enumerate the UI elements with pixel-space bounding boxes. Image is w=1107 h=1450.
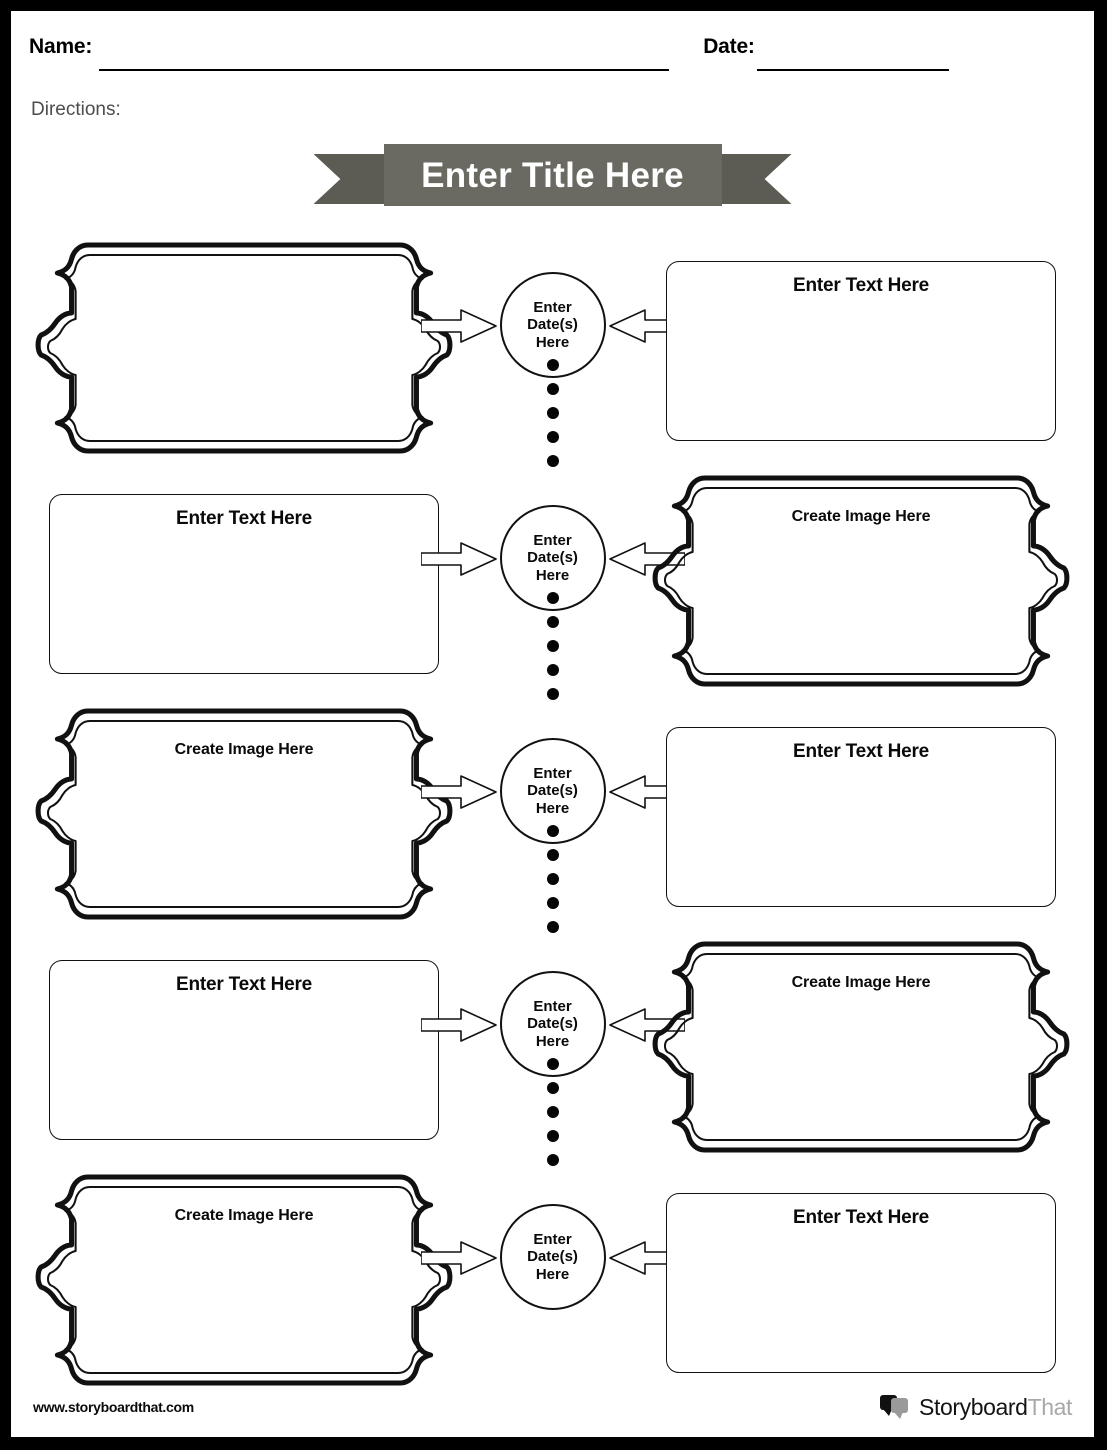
date-label: Date: xyxy=(703,35,755,58)
date-circle-label: Enter Date(s) Here xyxy=(527,1230,578,1283)
worksheet-sheet: Name: Date: Directions: Enter Title Here xyxy=(11,11,1094,1437)
date-circle-label: Enter Date(s) Here xyxy=(527,764,578,817)
connector-dot xyxy=(546,849,559,861)
connector-dots xyxy=(546,359,559,467)
timeline-row: Create Image Here Enter Date(s) Here Ent… xyxy=(11,1171,1094,1403)
connector-dot xyxy=(546,592,559,604)
storyboardthat-logo[interactable]: StoryboardThat xyxy=(880,1393,1072,1421)
timeline-cell-left[interactable]: Create Image Here xyxy=(35,705,453,937)
timeline-row: Enter Text Here Enter Date(s) Here Creat… xyxy=(11,472,1094,704)
timeline-row: Enter Text Here Enter Date(s) Here Creat… xyxy=(11,938,1094,1170)
connector-dot xyxy=(546,921,559,933)
date-circle[interactable]: Enter Date(s) Here xyxy=(499,1204,606,1310)
arrow-right-icon xyxy=(420,309,497,343)
timeline-connector: Enter Date(s) Here xyxy=(420,239,685,471)
speech-bubbles-icon xyxy=(880,1393,912,1421)
plain-box[interactable] xyxy=(666,727,1056,907)
connector-dot xyxy=(546,616,559,628)
name-label: Name: xyxy=(29,35,93,58)
connector-dots xyxy=(546,1058,559,1166)
logo-word-storyboard: Storyboard xyxy=(919,1393,1028,1420)
connector-dot xyxy=(546,383,559,395)
plain-box[interactable] xyxy=(666,261,1056,441)
connector-dot xyxy=(546,873,559,885)
date-input-line[interactable] xyxy=(756,69,949,71)
date-circle-label: Enter Date(s) Here xyxy=(527,531,578,584)
connector-dot xyxy=(546,1082,559,1094)
ornate-frame[interactable] xyxy=(31,705,457,923)
ribbon-shape: Enter Title Here xyxy=(313,144,792,214)
connector-dot xyxy=(546,359,559,371)
timeline-cell-left[interactable]: Create Image Here xyxy=(35,1171,453,1403)
speech-bubble-front-icon xyxy=(891,1398,909,1419)
connector-dot xyxy=(546,431,559,443)
connector-dot xyxy=(546,688,559,700)
timeline-connector: Enter Date(s) Here xyxy=(420,938,685,1170)
connector-dot xyxy=(546,1058,559,1070)
timeline-cell-left[interactable] xyxy=(35,239,453,471)
plain-box[interactable] xyxy=(49,494,439,674)
date-circle[interactable]: Enter Date(s) Here xyxy=(499,971,606,1077)
connector-dots xyxy=(546,592,559,700)
title-banner[interactable]: Enter Title Here xyxy=(11,144,1094,214)
connector-dot xyxy=(546,1106,559,1118)
timeline-cell-right[interactable]: Enter Text Here xyxy=(666,705,1056,937)
ornate-frame[interactable] xyxy=(648,472,1074,690)
name-input-line[interactable] xyxy=(99,69,670,71)
arrow-right-icon xyxy=(420,542,497,576)
connector-dot xyxy=(546,825,559,837)
title-text: Enter Title Here xyxy=(421,155,684,195)
timeline-cell-right[interactable]: Enter Text Here xyxy=(666,1171,1056,1403)
date-circle-label: Enter Date(s) Here xyxy=(527,997,578,1050)
connector-dot xyxy=(546,1130,559,1142)
ornate-frame[interactable] xyxy=(31,239,457,457)
connector-dots xyxy=(546,825,559,933)
plain-box[interactable] xyxy=(666,1193,1056,1373)
directions-label: Directions: xyxy=(31,99,121,120)
connector-dot xyxy=(546,407,559,419)
logo-wordmark: StoryboardThat xyxy=(919,1394,1072,1421)
ribbon-band: Enter Title Here xyxy=(383,144,722,206)
worksheet-header: Name: Date: xyxy=(29,35,1076,75)
arrow-right-icon xyxy=(420,1008,497,1042)
timeline-cell-right[interactable]: Create Image Here xyxy=(652,472,1070,704)
timeline-cell-left[interactable]: Enter Text Here xyxy=(49,938,439,1170)
arrow-right-icon xyxy=(420,1241,497,1275)
timeline-connector: Enter Date(s) Here xyxy=(420,472,685,704)
timeline-row: Create Image Here Enter Date(s) Here Ent… xyxy=(11,705,1094,937)
timeline-cell-left[interactable]: Enter Text Here xyxy=(49,472,439,704)
logo-word-that: That xyxy=(1027,1393,1073,1420)
ornate-frame[interactable] xyxy=(31,1171,457,1389)
plain-box[interactable] xyxy=(49,960,439,1140)
arrow-right-icon xyxy=(420,775,497,809)
date-circle[interactable]: Enter Date(s) Here xyxy=(499,505,606,611)
date-circle-label: Enter Date(s) Here xyxy=(527,298,578,351)
connector-dot xyxy=(546,455,559,467)
connector-dot xyxy=(546,664,559,676)
ornate-frame[interactable] xyxy=(648,938,1074,1156)
timeline-connector: Enter Date(s) Here xyxy=(420,1171,685,1403)
date-circle[interactable]: Enter Date(s) Here xyxy=(499,272,606,378)
footer-url[interactable]: www.storyboardthat.com xyxy=(33,1399,194,1415)
timeline-row: Enter Date(s) Here Enter Text Here xyxy=(11,239,1094,471)
connector-dot xyxy=(546,897,559,909)
connector-dot xyxy=(546,640,559,652)
timeline-cell-right[interactable]: Create Image Here xyxy=(652,938,1070,1170)
timeline-cell-right[interactable]: Enter Text Here xyxy=(666,239,1056,471)
connector-dot xyxy=(546,1154,559,1166)
